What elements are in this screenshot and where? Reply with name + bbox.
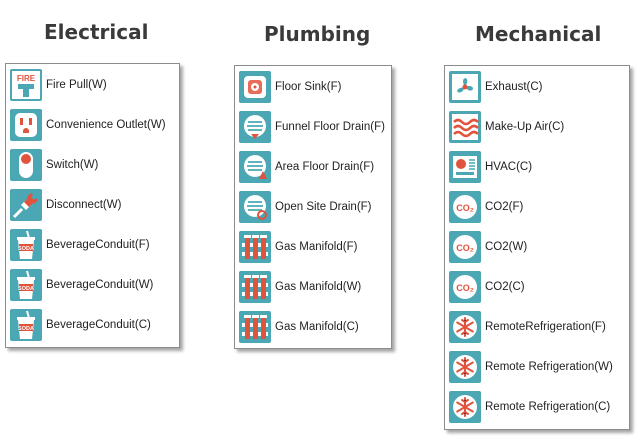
fan-icon	[449, 71, 481, 103]
stencil-label: CO2(W)	[485, 241, 528, 253]
stencil-open-site-drain[interactable]: Open Site Drain(F)	[239, 190, 372, 224]
snowflake-icon	[449, 391, 481, 423]
stencil-label: Remote Refrigeration(W)	[485, 361, 613, 373]
stencil-label: Funnel Floor Drain(F)	[275, 121, 385, 133]
svg-text:FIRE: FIRE	[17, 74, 36, 83]
stencil-label: BeverageConduit(C)	[46, 319, 151, 331]
stencil-label: CO2(C)	[485, 281, 525, 293]
co2-icon: CO₂	[449, 271, 481, 303]
gas-manifold-icon	[239, 311, 271, 343]
snowflake-icon	[449, 311, 481, 343]
svg-text:CO₂: CO₂	[456, 203, 474, 213]
funnel-drain-icon	[239, 111, 271, 143]
snowflake-icon	[449, 351, 481, 383]
stencil-beverage-conduit-w[interactable]: SODA BeverageConduit(W)	[10, 268, 153, 302]
gas-manifold-icon	[239, 231, 271, 263]
stencil-co2-c[interactable]: CO₂ CO2(C)	[449, 270, 525, 304]
stencil-label: Switch(W)	[46, 159, 99, 171]
svg-text:CO₂: CO₂	[456, 283, 474, 293]
air-waves-icon	[449, 111, 481, 143]
soda-cup-icon: SODA	[10, 309, 42, 341]
outlet-icon	[10, 109, 42, 141]
electrical-panel: FIRE Fire Pull(W) Convenience Outlet(W) …	[5, 63, 180, 348]
stencil-beverage-conduit-f[interactable]: SODA BeverageConduit(F)	[10, 228, 150, 262]
stencil-label: Remote Refrigeration(C)	[485, 401, 611, 413]
stencil-area-floor-drain[interactable]: Area Floor Drain(F)	[239, 150, 374, 184]
stencil-label: HVAC(C)	[485, 161, 533, 173]
stencil-label: Disconnect(W)	[46, 199, 122, 211]
stencil-disconnect[interactable]: Disconnect(W)	[10, 188, 121, 222]
stencil-label: Gas Manifold(W)	[275, 281, 362, 293]
stencil-label: Floor Sink(F)	[275, 81, 342, 93]
stencil-label: BeverageConduit(W)	[46, 279, 154, 291]
stencil-beverage-conduit-c[interactable]: SODA BeverageConduit(C)	[10, 308, 151, 342]
stencil-label: Gas Manifold(C)	[275, 321, 359, 333]
area-drain-icon	[239, 151, 271, 183]
stencil-label: CO2(F)	[485, 201, 524, 213]
stencil-label: Convenience Outlet(W)	[46, 119, 166, 131]
stencil-label: BeverageConduit(F)	[46, 239, 150, 251]
stencil-label: Make-Up Air(C)	[485, 121, 565, 133]
stencil-remote-refrigeration-c[interactable]: Remote Refrigeration(C)	[449, 390, 610, 424]
co2-icon: CO₂	[449, 231, 481, 263]
plumbing-panel: Floor Sink(F) Funnel Floor Drain(F) Area…	[234, 65, 392, 349]
stencil-funnel-floor-drain[interactable]: Funnel Floor Drain(F)	[239, 110, 385, 144]
gas-manifold-icon	[239, 271, 271, 303]
stencil-gas-manifold-c[interactable]: Gas Manifold(C)	[239, 310, 359, 344]
stencil-label: Area Floor Drain(F)	[275, 161, 375, 173]
mechanical-panel: Exhaust(C) Make-Up Air(C) HVAC(C)	[444, 65, 630, 430]
stencil-switch[interactable]: Switch(W)	[10, 148, 98, 182]
svg-text:SODA: SODA	[18, 246, 34, 252]
svg-text:SODA: SODA	[18, 326, 34, 332]
open-drain-icon	[239, 191, 271, 223]
stencil-gas-manifold-w[interactable]: Gas Manifold(W)	[239, 270, 361, 304]
mechanical-title: Mechanical	[475, 22, 602, 46]
stencil-gas-manifold-f[interactable]: Gas Manifold(F)	[239, 230, 357, 264]
svg-text:SODA: SODA	[18, 286, 34, 292]
soda-cup-icon: SODA	[10, 269, 42, 301]
stencil-make-up-air[interactable]: Make-Up Air(C)	[449, 110, 564, 144]
plumbing-title: Plumbing	[264, 22, 371, 46]
stencil-label: Open Site Drain(F)	[275, 201, 372, 213]
stencil-label: Gas Manifold(F)	[275, 241, 358, 253]
stencil-convenience-outlet[interactable]: Convenience Outlet(W)	[10, 108, 166, 142]
soda-cup-icon: SODA	[10, 229, 42, 261]
switch-icon	[10, 149, 42, 181]
plug-icon	[10, 189, 42, 221]
stencil-label: Fire Pull(W)	[46, 79, 107, 91]
stencil-remote-refrigeration-w[interactable]: Remote Refrigeration(W)	[449, 350, 613, 384]
stencil-exhaust[interactable]: Exhaust(C)	[449, 70, 543, 104]
stencil-hvac[interactable]: HVAC(C)	[449, 150, 532, 184]
electrical-title: Electrical	[44, 20, 149, 44]
stencil-remote-refrigeration-f[interactable]: RemoteRefrigeration(F)	[449, 310, 606, 344]
stencil-fire-pull[interactable]: FIRE Fire Pull(W)	[10, 68, 107, 102]
stencil-co2-w[interactable]: CO₂ CO2(W)	[449, 230, 527, 264]
stencil-co2-f[interactable]: CO₂ CO2(F)	[449, 190, 523, 224]
floor-sink-icon	[239, 71, 271, 103]
fire-pull-icon: FIRE	[10, 69, 42, 101]
stencil-floor-sink[interactable]: Floor Sink(F)	[239, 70, 341, 104]
stencil-label: RemoteRefrigeration(F)	[485, 321, 606, 333]
stencil-label: Exhaust(C)	[485, 81, 543, 93]
hvac-icon	[449, 151, 481, 183]
co2-icon: CO₂	[449, 191, 481, 223]
svg-text:CO₂: CO₂	[456, 243, 474, 253]
